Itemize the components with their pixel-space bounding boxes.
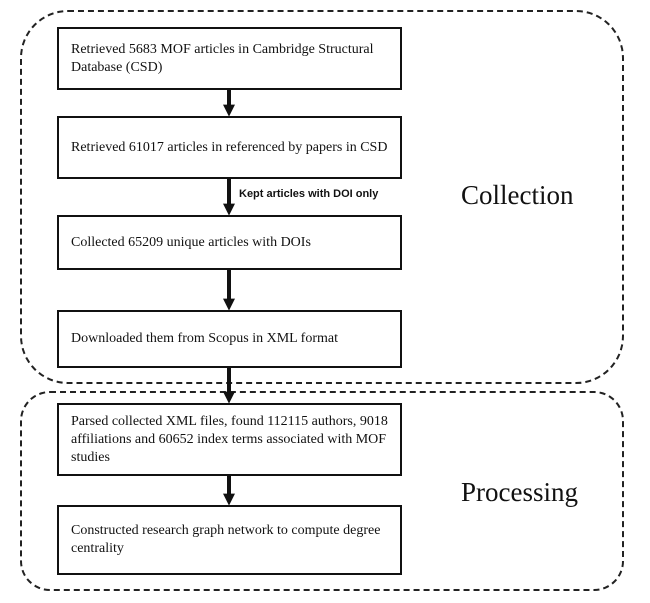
step-retrieve-mof-articles: Retrieved 5683 MOF articles in Cambridge… xyxy=(57,27,402,90)
step-collect-unique-articles: Collected 65209 unique articles with DOI… xyxy=(57,215,402,270)
step-text: Constructed research graph network to co… xyxy=(71,523,381,556)
step-retrieve-referenced-articles: Retrieved 61017 articles in referenced b… xyxy=(57,116,402,179)
collection-group xyxy=(20,10,624,384)
processing-group xyxy=(20,391,624,591)
step-text: Retrieved 5683 MOF articles in Cambridge… xyxy=(71,41,374,75)
collection-label: Collection xyxy=(461,180,574,210)
step-text: Collected 65209 unique articles with DOI… xyxy=(71,234,311,250)
step-text: Parsed collected XML files, found 112115… xyxy=(71,413,388,465)
doi-filter-annotation: Kept articles with DOI only xyxy=(239,188,379,200)
processing-label: Processing xyxy=(461,477,578,507)
step-parse-xml: Parsed collected XML files, found 112115… xyxy=(57,403,402,476)
step-construct-graph: Constructed research graph network to co… xyxy=(57,505,402,575)
step-text: Downloaded them from Scopus in XML forma… xyxy=(71,331,338,346)
step-text: Retrieved 61017 articles in referenced b… xyxy=(71,139,388,155)
step-download-scopus: Downloaded them from Scopus in XML forma… xyxy=(57,310,402,368)
